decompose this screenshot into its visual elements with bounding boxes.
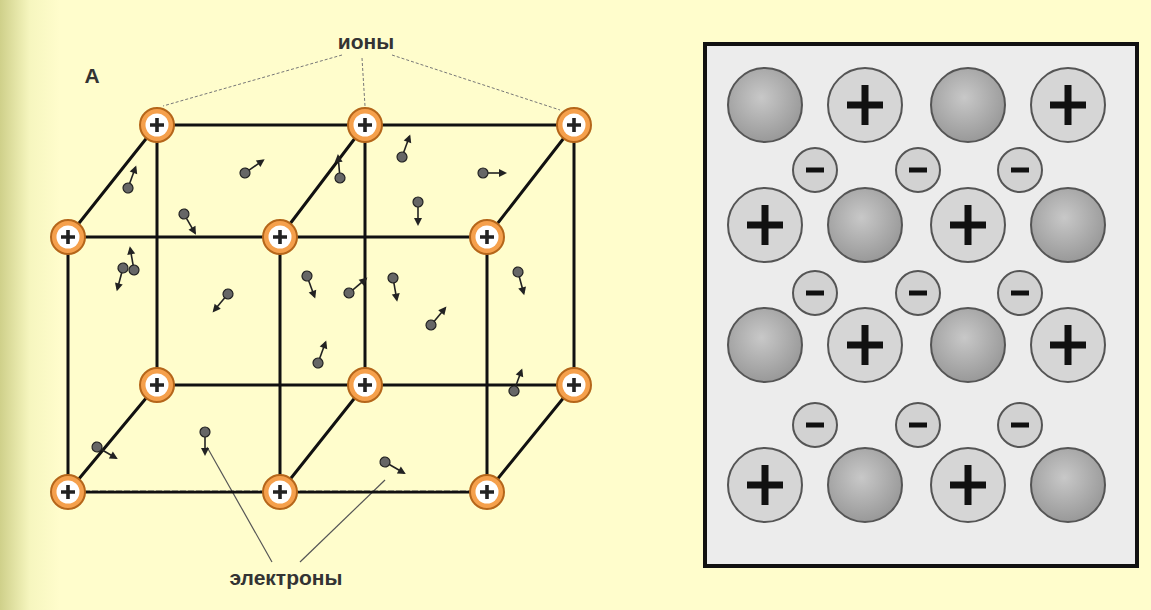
electron-label: электроны	[230, 566, 343, 589]
ion-label: ионы	[338, 30, 394, 53]
panel-letter: А	[84, 64, 99, 87]
